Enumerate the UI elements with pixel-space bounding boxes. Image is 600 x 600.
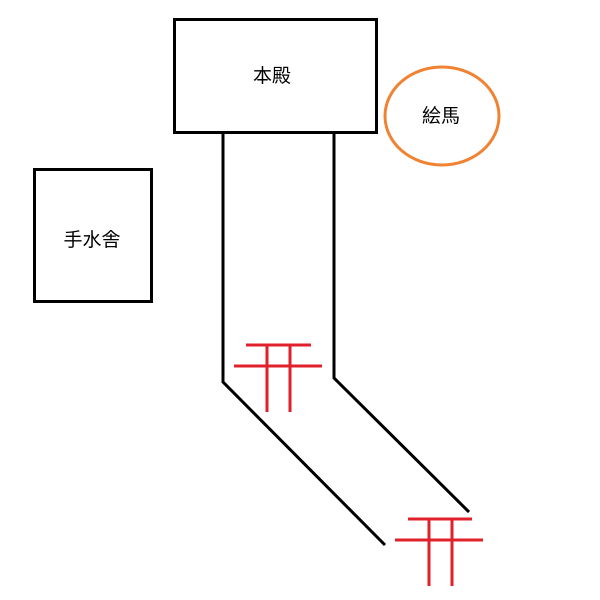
ema: 絵馬 xyxy=(383,65,501,167)
approach-path-right-edge xyxy=(332,133,471,514)
honden-label: 本殿 xyxy=(253,65,291,87)
temizuya-box xyxy=(33,168,153,303)
ema-label: 絵馬 xyxy=(422,105,460,127)
approach-path-left-edge xyxy=(221,133,387,547)
temizuya-label: 手水舎 xyxy=(63,229,120,251)
ema-circle xyxy=(383,65,501,167)
torii-gate-lower xyxy=(395,517,483,586)
approach-path xyxy=(221,133,471,547)
honden-box xyxy=(173,18,378,134)
torii-gate-upper xyxy=(234,343,322,412)
temizuya: 手水舎 xyxy=(33,168,153,303)
honden: 本殿 xyxy=(173,18,378,134)
